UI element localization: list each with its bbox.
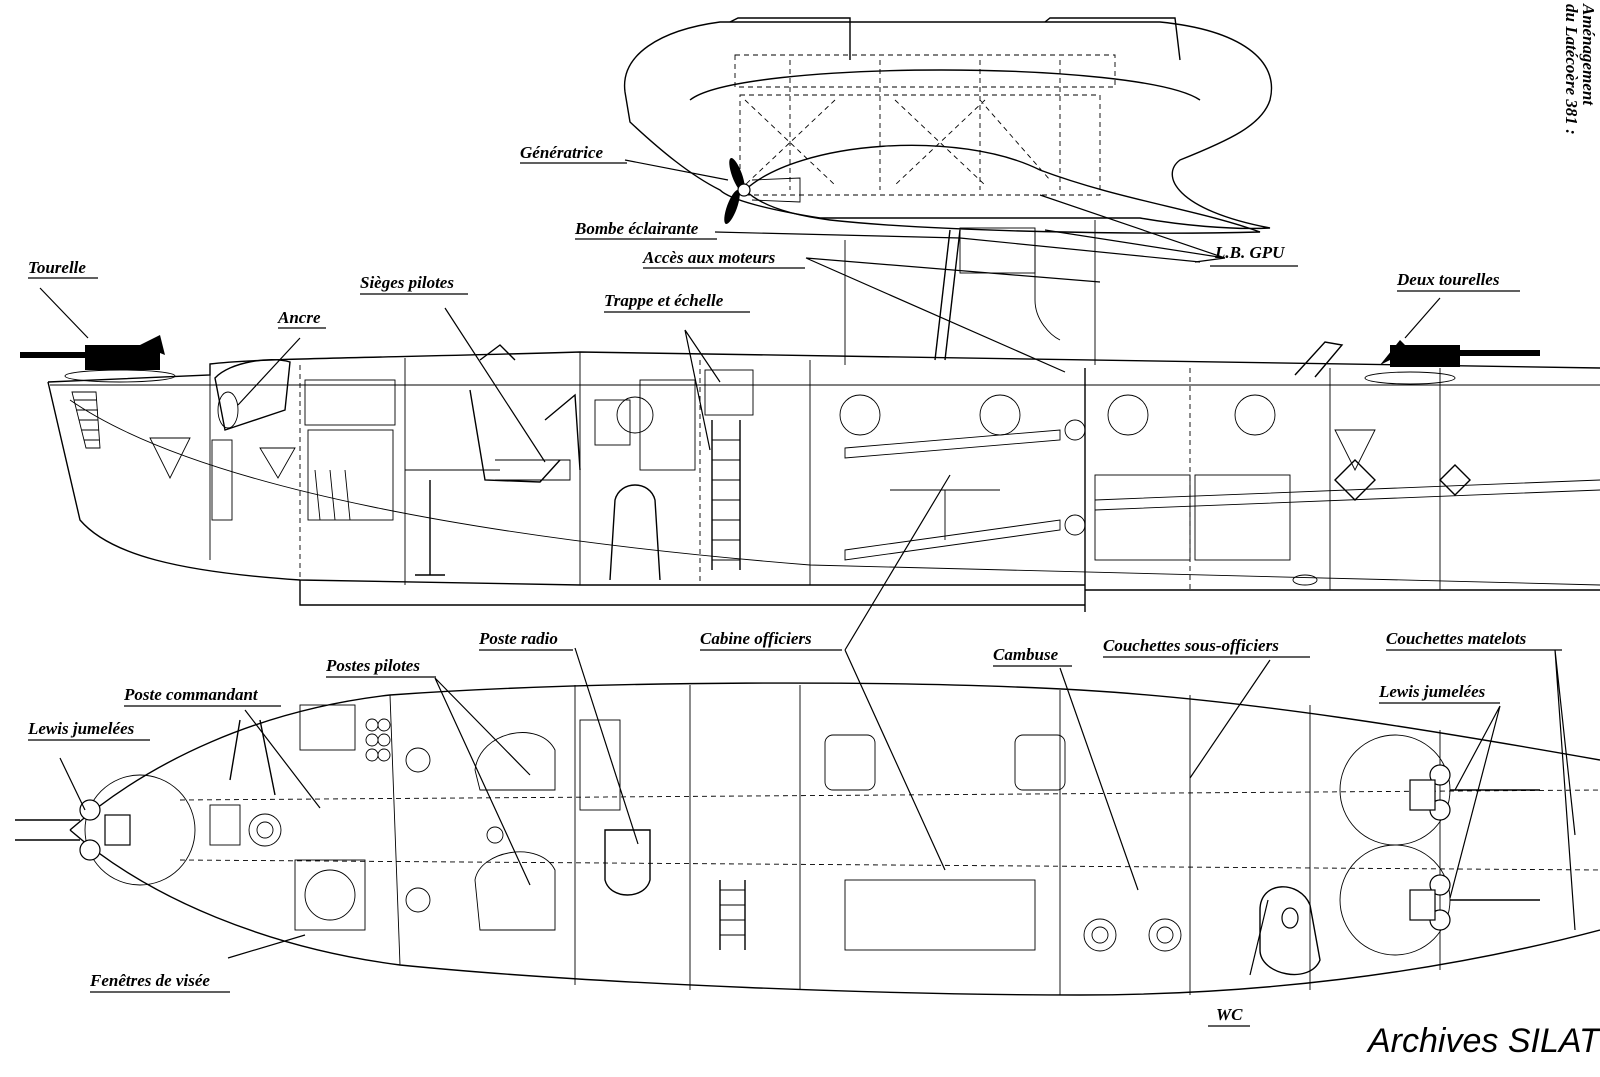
- leader-lines: [39, 159, 1576, 976]
- porthole-icon: [1234, 394, 1276, 436]
- label-sieges-pilotes: Sièges pilotes: [360, 273, 454, 292]
- label-ancre: Ancre: [277, 308, 321, 327]
- diagram-labels: Génératrice Bombe éclairante Accès aux m…: [27, 143, 1562, 1027]
- portholes-row: [839, 394, 1276, 536]
- label-cambuse: Cambuse: [993, 645, 1059, 664]
- label-deux-tourelles: Deux tourelles: [1396, 270, 1500, 289]
- label-wc: WC: [1216, 1005, 1243, 1024]
- pilot-seat-icon: [469, 389, 581, 483]
- rear-turrets-icon: [1364, 340, 1540, 385]
- nose-gun-turret-icon: [15, 774, 196, 886]
- label-tourelle: Tourelle: [28, 258, 86, 277]
- porthole-icon: [1107, 394, 1149, 436]
- label-postes-pilotes: Postes pilotes: [325, 656, 420, 675]
- label-fenetres-visee: Fenêtres de visée: [89, 971, 210, 990]
- control-wheel-icon: [405, 747, 431, 773]
- label-lb-gpu: L.B. GPU: [1214, 243, 1285, 262]
- porthole-icon: [979, 394, 1021, 436]
- control-wheel-icon: [405, 887, 431, 913]
- title-line-2: du Latécoère 381 :: [1562, 4, 1581, 135]
- label-generatrice: Génératrice: [520, 143, 604, 162]
- side-view-hull: [20, 335, 1600, 612]
- porthole-icon: [839, 394, 881, 436]
- label-acces-moteurs: Accès aux moteurs: [642, 248, 776, 267]
- title-line-1: Aménagement: [1579, 3, 1598, 106]
- propeller-icon: [724, 157, 751, 225]
- label-trappe-echelle: Trappe et échelle: [604, 291, 724, 310]
- ladder-icon: [704, 369, 754, 570]
- archives-credit: Archives SILAT: [1366, 1022, 1600, 1060]
- nose-turret-icon: [20, 335, 176, 383]
- label-cabine-officiers: Cabine officiers: [700, 629, 812, 648]
- diagram-title: Aménagement du Latécoère 381 :: [1562, 3, 1598, 135]
- wing-nacelle-drawing: [623, 17, 1273, 365]
- label-lewis-jumelees-right: Lewis jumelées: [1378, 682, 1486, 701]
- plan-view-hull: [15, 682, 1600, 996]
- label-couchettes-sous-officiers: Couchettes sous-officiers: [1103, 636, 1279, 655]
- label-couchettes-matelots: Couchettes matelots: [1386, 629, 1527, 648]
- label-bombe-eclairante: Bombe éclairante: [574, 219, 699, 238]
- gauge-cluster: [365, 718, 391, 762]
- ladder-plan-icon: [719, 880, 746, 950]
- aft-gun-turrets-icon: [1339, 734, 1540, 956]
- label-poste-radio: Poste radio: [478, 629, 558, 648]
- label-poste-commandant: Poste commandant: [123, 685, 259, 704]
- label-lewis-jumelees-left: Lewis jumelées: [27, 719, 135, 738]
- nose-ladder-icon: [71, 391, 101, 449]
